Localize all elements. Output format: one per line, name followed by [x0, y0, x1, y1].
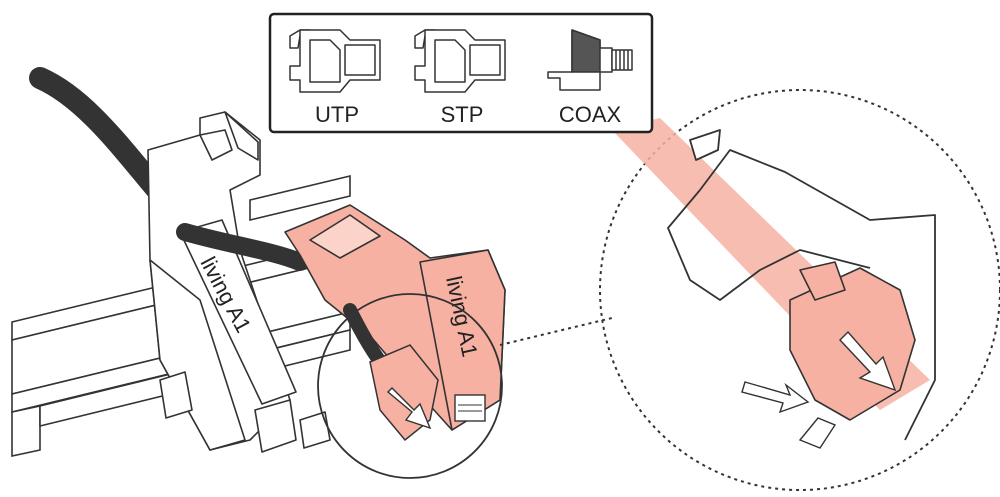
legend-box: UTP STP COAX	[268, 12, 654, 134]
push-arrow-zoom	[741, 381, 810, 414]
mounting-bracket	[147, 111, 331, 453]
insert-arrow-zoom	[839, 330, 897, 392]
legend-label-stp: STP	[441, 102, 484, 127]
zoom-tool-edge	[798, 417, 837, 449]
insert-arrow-small	[386, 387, 432, 430]
magnify-circle-small	[317, 293, 503, 479]
coax-connector-icon	[547, 29, 633, 91]
rj45-jack	[454, 394, 486, 422]
legend-label-coax: COAX	[559, 102, 622, 127]
keystone-module	[284, 204, 506, 431]
stp-connector-icon	[414, 29, 506, 93]
cable-into-module	[176, 223, 309, 271]
utp-connector-icon	[289, 29, 381, 93]
legend-label-utp: UTP	[315, 102, 359, 127]
zoom-bracket	[667, 129, 936, 441]
zoom-connector-line	[499, 317, 613, 346]
